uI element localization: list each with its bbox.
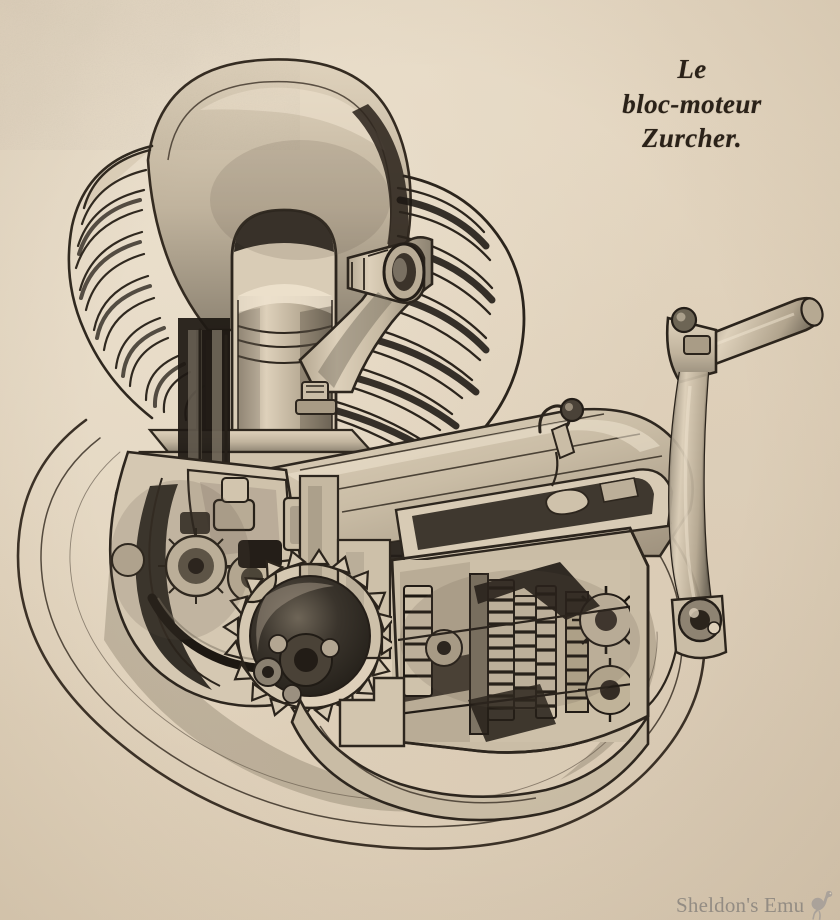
gearbox: [338, 468, 674, 754]
watermark: Sheldon's Emu: [676, 888, 836, 920]
gear-change-lever: [538, 397, 585, 487]
case-bolts: [180, 477, 320, 568]
figure-caption: Le bloc-moteur Zurcher.: [566, 52, 818, 156]
manifold-bolts: [295, 381, 337, 415]
caption-line-2: bloc-moteur: [622, 88, 762, 119]
exhaust-port-stub: [295, 236, 434, 415]
clutch: [403, 585, 463, 697]
watermark-text: Sheldon's Emu: [676, 892, 805, 917]
caption-line-3: Zurcher.: [642, 123, 742, 154]
crankcase: [108, 407, 694, 822]
kickstart-lever: [647, 296, 824, 707]
kickstart-pivot: [670, 594, 728, 660]
primary-sprocket: [221, 547, 399, 725]
gear-cluster-lay: [565, 586, 630, 722]
emu-icon: [811, 890, 833, 920]
caption-line-1: Le: [677, 54, 707, 84]
